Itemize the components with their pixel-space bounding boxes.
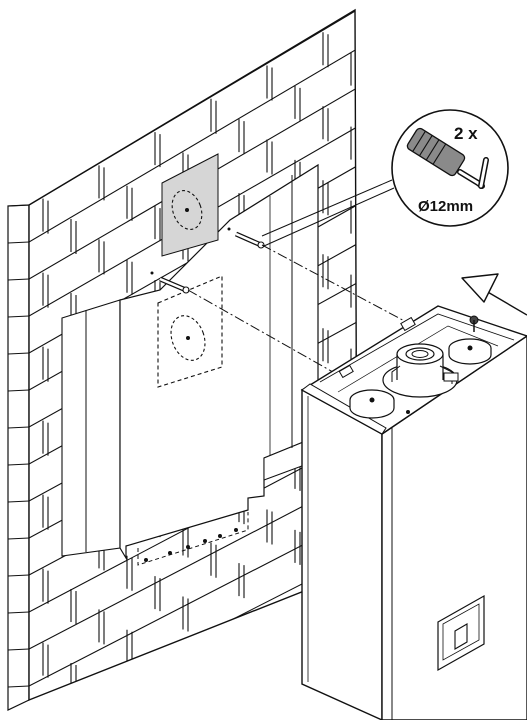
quantity-label: 2 x bbox=[454, 124, 478, 143]
mounting-template bbox=[61, 163, 319, 566]
flue-hole-template bbox=[161, 153, 219, 257]
wall-plug-with-hook-icon bbox=[406, 127, 489, 189]
boiler-unit bbox=[300, 305, 527, 722]
wall-plug bbox=[150, 271, 190, 294]
dashed-boiler-outline bbox=[157, 275, 223, 388]
flue-connector bbox=[382, 343, 459, 398]
air-intake-cap bbox=[448, 338, 492, 365]
fixing-plug-callout: 2 x Ø12mm bbox=[391, 109, 509, 227]
alignment-line bbox=[187, 244, 413, 377]
display-panel bbox=[437, 594, 485, 672]
air-intake-cap bbox=[349, 389, 395, 419]
diameter-label: Ø12mm bbox=[418, 198, 473, 215]
callout-leader bbox=[261, 179, 395, 247]
wall-plug bbox=[227, 227, 265, 249]
arrow-up-left-icon bbox=[461, 273, 527, 316]
